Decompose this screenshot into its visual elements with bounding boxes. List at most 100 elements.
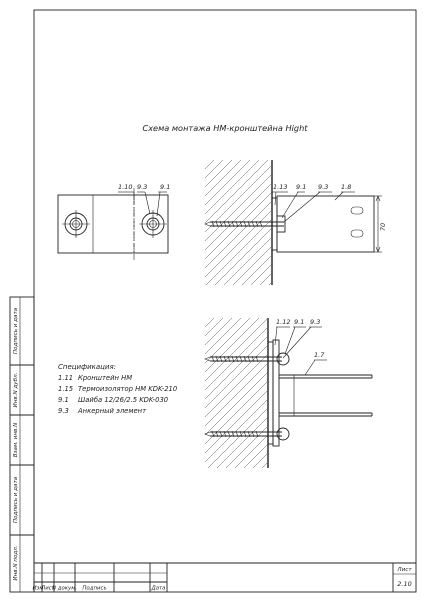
hatch-line — [204, 317, 215, 328]
thread-tick — [215, 355, 219, 363]
hatch-line — [250, 264, 272, 286]
thread-tick — [235, 220, 239, 228]
spec-heading: Спецификация: — [58, 363, 116, 371]
slot-lower — [350, 229, 364, 238]
thermal-pad-top — [271, 197, 278, 251]
hatch-line — [204, 318, 268, 382]
thread-tick — [227, 220, 231, 228]
hatch-line — [204, 317, 242, 355]
hatch-line — [204, 381, 268, 445]
hatch-line — [204, 372, 268, 436]
stamp-label: Инв.N дубл. — [13, 372, 19, 407]
hatch-line — [204, 159, 233, 188]
callout-1-8: 1.8 — [341, 183, 351, 191]
left-washer — [62, 210, 90, 238]
thread-tick — [259, 220, 263, 228]
thread-tick — [211, 220, 215, 228]
hatch-line — [204, 354, 268, 418]
thread-tick — [235, 355, 239, 363]
column-date: Дата — [151, 586, 166, 592]
hatch-line — [204, 210, 272, 278]
hatch-line — [204, 390, 268, 454]
thread-tick — [243, 220, 247, 228]
column-doc-number: N докум. — [52, 586, 77, 592]
hatch-line — [204, 159, 224, 179]
callout-9-3: 9.3 — [137, 183, 147, 191]
hatch-line — [207, 408, 268, 469]
hatch-line — [204, 159, 251, 206]
thread-tick — [239, 430, 243, 438]
spec-item-code: 1.15 — [58, 385, 73, 393]
wall-hatching-top — [204, 159, 272, 286]
hatch-line — [223, 237, 272, 286]
callout-1-13: 1.13 — [273, 183, 287, 191]
hatch-line — [204, 159, 260, 215]
hatch-line — [204, 317, 251, 364]
thread-tick — [231, 220, 235, 228]
thread-tick — [219, 220, 223, 228]
hatch-line — [216, 417, 268, 469]
hatch-line — [204, 363, 268, 427]
thread-tick — [219, 430, 223, 438]
thread-tick — [215, 430, 219, 438]
hatch-line — [234, 435, 268, 469]
thread-tick — [251, 220, 255, 228]
hatch-line — [204, 201, 272, 269]
thread-tick — [235, 430, 239, 438]
dimension-70: 70 — [379, 223, 387, 231]
hatch-line — [268, 282, 272, 286]
hatch-line — [204, 327, 268, 391]
spec-item-code: 9.3 — [58, 407, 69, 415]
bracket-base-bottom — [272, 339, 280, 447]
title-block: Изм Лист N докум. Подпись Дата Лист 2.10 — [33, 562, 416, 592]
column-izm: Изм — [33, 586, 44, 592]
spec-item-text: Анкерный элемент — [77, 407, 147, 415]
callout-9-3: 9.3 — [318, 183, 328, 191]
callout-9-1: 9.1 — [294, 318, 304, 326]
thread-tick — [223, 430, 227, 438]
thread-tick — [239, 355, 243, 363]
side-stamp: Подпись и дата Инв.N дубл. Взам. инв.N П… — [9, 296, 35, 593]
thread-tick — [243, 430, 247, 438]
bracket-plate-top — [276, 195, 375, 253]
hatch-line — [204, 336, 268, 400]
sheet-label: Лист — [396, 567, 412, 573]
stamp-label: Подпись и дата — [13, 476, 19, 523]
thread-tick — [255, 220, 259, 228]
thread-tick — [227, 355, 231, 363]
hatch-line — [225, 426, 268, 469]
side-view-top: 1.13 9.1 9.3 1.8 70 — [204, 159, 387, 286]
thread-tick — [247, 430, 251, 438]
thread-tick — [223, 220, 227, 228]
hatch-line — [259, 273, 272, 286]
hatch-line — [204, 159, 215, 170]
hatch-line — [232, 246, 272, 286]
thread-tick — [251, 355, 255, 363]
hatch-line — [205, 219, 272, 286]
hatch-line — [204, 317, 224, 337]
thread-tick — [251, 430, 255, 438]
thread-tick — [239, 220, 243, 228]
spec-item-code: 1.11 — [58, 374, 73, 382]
stamp-label: Инв.N подл. — [13, 545, 19, 580]
specification: Спецификация: 1.11 Кронштейн НМ 1.15 Тер… — [58, 363, 177, 415]
thread-tick — [211, 355, 215, 363]
thread-tick — [215, 220, 219, 228]
hatch-line — [241, 255, 272, 286]
drawing-title: Схема монтажа НМ-кронштейна Hight — [142, 123, 308, 133]
hatch-line — [243, 444, 268, 469]
side-view-bottom: 1.12 9.1 9.3 1.7 — [204, 317, 373, 469]
thread-tick — [219, 355, 223, 363]
wall-hatching-bottom — [204, 317, 268, 469]
callout-9-3: 9.3 — [310, 318, 320, 326]
callout-9-1: 9.1 — [160, 183, 170, 191]
thread-tick — [255, 430, 259, 438]
bracket-front-outline — [57, 194, 169, 254]
hatch-line — [204, 183, 272, 251]
column-list: Лист — [40, 586, 56, 592]
spec-item-text: Термоизолятор НМ KDK-210 — [78, 385, 177, 393]
callout-9-1: 9.1 — [296, 183, 306, 191]
stamp-label: Подпись и дата — [13, 307, 19, 354]
spec-item-text: Шайба 12/26/2.5 KDK-030 — [78, 396, 168, 404]
hatch-line — [204, 159, 242, 197]
